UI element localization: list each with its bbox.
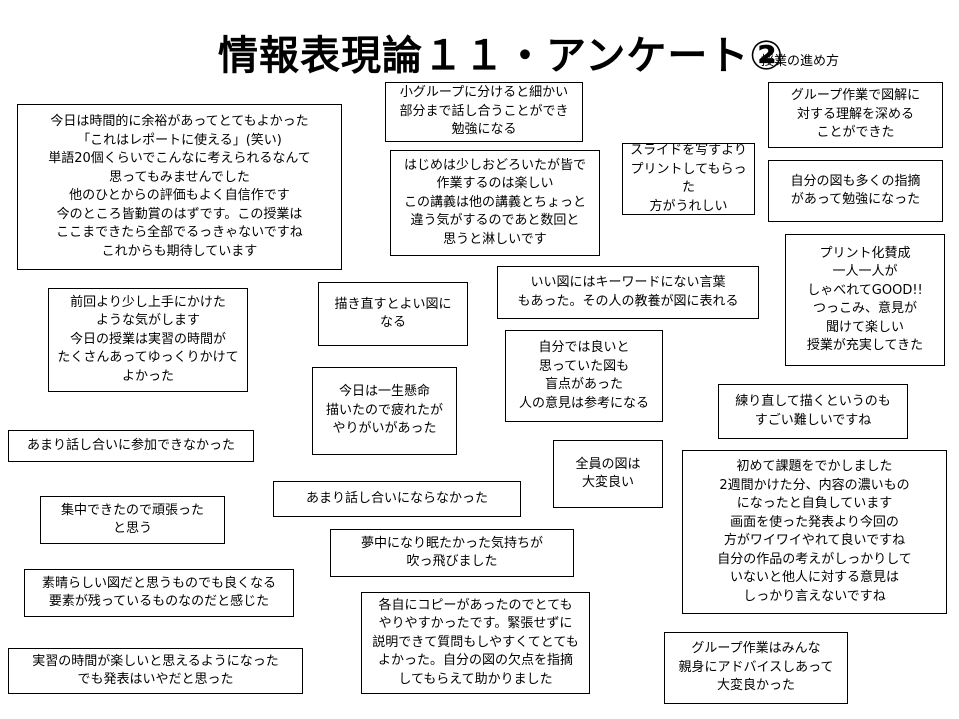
comment-box: 全員の図は 大変良い	[553, 440, 663, 508]
comment-box: あまり話し合いに参加できなかった	[8, 430, 254, 462]
comment-box: 初めて課題をでかしました 2週間かけた分、内容の濃いもの になったと自負していま…	[682, 450, 947, 614]
comment-text: あまり話し合いにならなかった	[305, 490, 488, 506]
comment-box: 各自にコピーがあったのでとても やりやすかったです。緊張せずに 説明できて質問も…	[361, 592, 590, 694]
comment-box: 夢中になり眠たかった気持ちが 吹っ飛びました	[330, 529, 574, 577]
comment-text: 集中できたので頑張った と思う	[60, 502, 204, 537]
comment-box: 小グループに分けると細かい 部分まで話し合うことができ 勉強になる	[385, 82, 583, 142]
page-subtitle: 授業の進め方	[761, 54, 840, 69]
comment-text: 全員の図は 大変良い	[575, 456, 641, 491]
comment-text: いい図にはキーワードにない言葉 もあった。その人の教養が図に表れる	[517, 275, 739, 309]
comment-box: グループ作業はみんな 親身にアドバイスしあって 大変良かった	[664, 632, 848, 704]
comment-text: 夢中になり眠たかった気持ちが 吹っ飛びました	[360, 535, 543, 570]
comment-text: 各自にコピーがあったのでとても やりやすかったです。緊張せずに 説明できて質問も…	[372, 597, 579, 687]
comment-text: グループ作業で図解に 対する理解を深める ことができた	[790, 88, 921, 141]
comment-box: あまり話し合いにならなかった	[273, 481, 521, 517]
comment-text: 前回より少し上手にかけた ような気がします 今日の授業は実習の時間が たくさんあ…	[57, 294, 239, 384]
comment-text: 素晴らしい図だと思うものでも良くなる 要素が残っているものなのだと感じた	[41, 575, 276, 610]
comment-box: 自分では良いと 思っていた図も 盲点があった 人の意見は参考になる	[505, 330, 663, 422]
comment-box: 自分の図も多くの指摘 があって勉強になった	[768, 160, 943, 222]
comment-box: はじめは少しおどろいたが皆で 作業するのは楽しい この講義は他の講義とちょっと …	[390, 150, 600, 256]
comment-box: 実習の時間が楽しいと思えるようになった でも発表はいやだと思った	[8, 648, 303, 694]
comment-text: スライドを写すより プリントしてもらった 方がうれしい	[630, 143, 747, 214]
comment-text: 今日は一生懸命 描いたので疲れたが やりがいがあった	[325, 384, 443, 437]
comment-text: 小グループに分けると細かい 部分まで話し合うことができ 勉強になる	[399, 85, 569, 138]
comment-box: スライドを写すより プリントしてもらった 方がうれしい	[622, 143, 755, 215]
comment-text: グループ作業はみんな 親身にアドバイスしあって 大変良かった	[678, 641, 834, 694]
comment-text: 初めて課題をでかしました 2週間かけた分、内容の濃いもの になったと自負していま…	[717, 459, 912, 604]
comment-text: 練り直して描くというのも すごい難しいですね	[735, 394, 891, 428]
comment-text: 描き直すとよい図に なる	[334, 296, 452, 331]
comment-box: 素晴らしい図だと思うものでも良くなる 要素が残っているものなのだと感じた	[24, 569, 294, 617]
comment-text: 自分の図も多くの指摘 があって勉強になった	[790, 173, 921, 208]
comment-box: 今日は一生懸命 描いたので疲れたが やりがいがあった	[312, 367, 457, 455]
comment-box: 練り直して描くというのも すごい難しいですね	[718, 384, 908, 439]
comment-box: 今日は時間的に余裕があってとてもよかった 「これはレポートに使える」(笑い) 単…	[17, 104, 342, 270]
comment-box: グループ作業で図解に 対する理解を深める ことができた	[768, 82, 943, 148]
comment-text: あまり話し合いに参加できなかった	[26, 437, 235, 453]
comment-box: 集中できたので頑張った と思う	[40, 496, 225, 544]
comment-box: いい図にはキーワードにない言葉 もあった。その人の教養が図に表れる	[497, 266, 759, 319]
comment-box: プリント化賛成 一人一人が しゃべれてGOOD!! つっこみ、意見が 聞けて楽し…	[785, 234, 945, 366]
page-title: 情報表現論１１・アンケート②	[218, 33, 785, 79]
comment-box: 描き直すとよい図に なる	[318, 282, 468, 346]
comment-text: 実習の時間が楽しいと思えるようになった でも発表はいやだと思った	[32, 653, 279, 688]
comment-text: 今日は時間的に余裕があってとてもよかった 「これはレポートに使える」(笑い) 単…	[48, 114, 311, 259]
comment-text: 自分では良いと 思っていた図も 盲点があった 人の意見は参考になる	[518, 340, 649, 411]
comment-text: プリント化賛成 一人一人が しゃべれてGOOD!! つっこみ、意見が 聞けて楽し…	[806, 245, 924, 354]
comment-box: 前回より少し上手にかけた ような気がします 今日の授業は実習の時間が たくさんあ…	[48, 288, 248, 392]
comment-text: はじめは少しおどろいたが皆で 作業するのは楽しい この講義は他の講義とちょっと …	[403, 157, 586, 247]
